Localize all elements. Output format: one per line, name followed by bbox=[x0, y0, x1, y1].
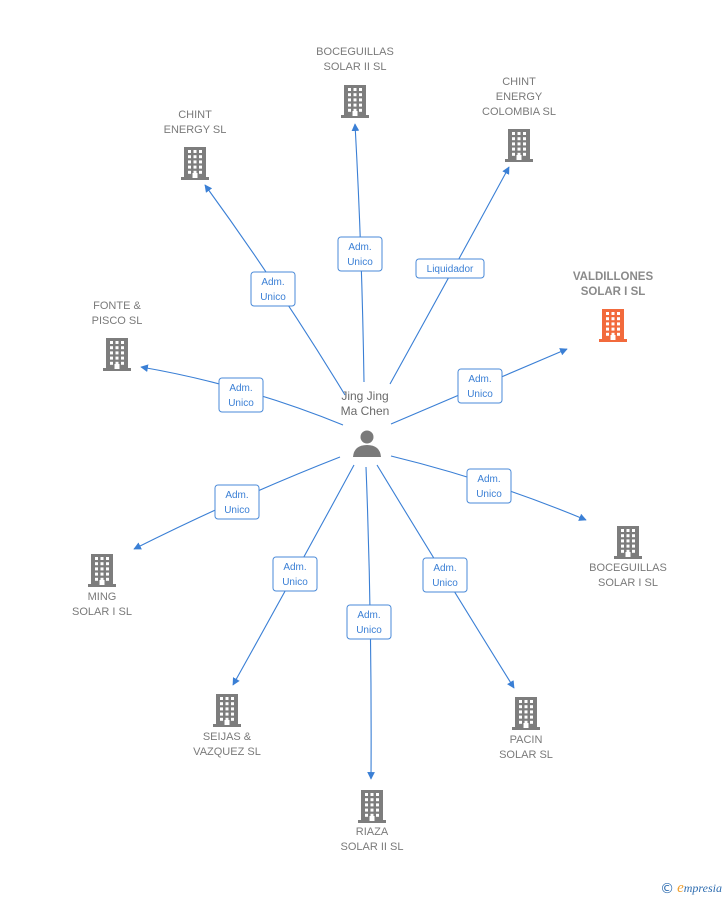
relation-text: Unico bbox=[432, 578, 458, 589]
building-icon bbox=[341, 85, 369, 118]
relation-text: Unico bbox=[467, 389, 493, 400]
relation-text: Unico bbox=[228, 398, 254, 409]
empresia-watermark: © empresia bbox=[660, 880, 722, 897]
company-name-line: ENERGY SL bbox=[164, 124, 227, 136]
company-node-ming-solar-i[interactable]: MING SOLAR I SL bbox=[72, 554, 132, 618]
company-name-line: BOCEGUILLAS bbox=[589, 562, 667, 574]
company-name-line: COLOMBIA SL bbox=[482, 106, 556, 118]
relation-text: Adm. bbox=[283, 562, 306, 573]
company-name-line: CHINT bbox=[178, 109, 212, 121]
building-icon bbox=[512, 697, 540, 730]
relation-label-boceguillas-solar-i[interactable]: Adm. Unico bbox=[466, 468, 512, 504]
building-icon bbox=[103, 338, 131, 371]
relation-label-seijas-vazquez[interactable]: Adm. Unico bbox=[272, 556, 318, 592]
company-node-boceguillas-solar-i[interactable]: BOCEGUILLAS SOLAR I SL bbox=[589, 526, 667, 589]
company-node-chint-energy[interactable]: CHINT ENERGY SL bbox=[164, 109, 227, 180]
relation-text: Unico bbox=[476, 489, 502, 500]
relation-text: Unico bbox=[224, 505, 250, 516]
relation-label-pacin-solar[interactable]: Adm. Unico bbox=[422, 557, 468, 593]
company-name-line: SOLAR II SL bbox=[324, 61, 387, 73]
relation-label-boceguillas-solar-ii[interactable]: Adm. Unico bbox=[337, 236, 383, 272]
company-node-pacin-solar[interactable]: PACIN SOLAR SL bbox=[499, 697, 553, 761]
relation-text: Adm. bbox=[229, 383, 252, 394]
relation-label-ming-solar-i[interactable]: Adm. Unico bbox=[214, 484, 260, 520]
company-name-line: SOLAR I SL bbox=[72, 606, 132, 618]
company-name-line: SOLAR I SL bbox=[581, 286, 646, 298]
company-name-line: VAZQUEZ SL bbox=[193, 746, 261, 758]
company-name-line: ENERGY bbox=[496, 91, 543, 103]
relation-text: Adm. bbox=[357, 610, 380, 621]
building-icon bbox=[181, 147, 209, 180]
company-node-seijas-vazquez[interactable]: SEIJAS & VAZQUEZ SL bbox=[193, 694, 261, 758]
person-icon bbox=[353, 430, 381, 457]
company-name-line: SOLAR II SL bbox=[341, 841, 404, 853]
company-node-riaza-solar-ii[interactable]: RIAZA SOLAR II SL bbox=[341, 790, 404, 853]
relation-text: Unico bbox=[356, 625, 382, 636]
relation-label-fonte-pisco[interactable]: Adm. Unico bbox=[218, 377, 264, 413]
relation-text: Unico bbox=[282, 577, 308, 588]
company-name-line: RIAZA bbox=[356, 826, 389, 838]
building-icon bbox=[599, 309, 627, 342]
building-icon bbox=[614, 526, 642, 559]
relation-label-chint-energy-colombia[interactable]: Liquidador bbox=[415, 258, 485, 279]
person-name-line: Jing Jing bbox=[341, 389, 388, 403]
company-name-line: CHINT bbox=[502, 76, 536, 88]
relation-text: Adm. bbox=[348, 242, 371, 253]
copyright-symbol: © bbox=[660, 880, 675, 897]
company-name-line: BOCEGUILLAS bbox=[316, 46, 394, 58]
company-name-line: SOLAR I SL bbox=[598, 577, 658, 589]
relation-text: Unico bbox=[347, 257, 373, 268]
relation-text: Adm. bbox=[477, 474, 500, 485]
company-name-line: SOLAR SL bbox=[499, 749, 553, 761]
company-node-boceguillas-solar-ii[interactable]: BOCEGUILLAS SOLAR II SL bbox=[316, 46, 394, 118]
company-name-line: SEIJAS & bbox=[203, 731, 252, 743]
building-icon bbox=[88, 554, 116, 587]
relation-text: Liquidador bbox=[427, 264, 474, 275]
company-name-line: VALDILLONES bbox=[573, 271, 654, 283]
company-node-chint-energy-colombia[interactable]: CHINT ENERGY COLOMBIA SL bbox=[482, 76, 556, 162]
relation-label-chint-energy[interactable]: Adm. Unico bbox=[250, 271, 296, 307]
company-name-line: PACIN bbox=[510, 734, 543, 746]
relation-text: Adm. bbox=[468, 374, 491, 385]
building-icon bbox=[213, 694, 241, 727]
relation-text: Adm. bbox=[433, 563, 456, 574]
brand-logo: empresia bbox=[677, 880, 722, 896]
building-icon bbox=[358, 790, 386, 823]
relation-label-riaza-solar-ii[interactable]: Adm. Unico bbox=[346, 604, 392, 640]
relation-text: Unico bbox=[260, 292, 286, 303]
person-name-line: Ma Chen bbox=[341, 404, 390, 418]
relation-text: Adm. bbox=[261, 277, 284, 288]
company-name-line: PISCO SL bbox=[92, 315, 143, 327]
company-node-fonte-pisco[interactable]: FONTE & PISCO SL bbox=[92, 300, 143, 371]
building-icon bbox=[505, 129, 533, 162]
company-node-valdillones-solar-i[interactable]: VALDILLONES SOLAR I SL bbox=[573, 271, 654, 342]
company-name-line: MING bbox=[88, 591, 117, 603]
relation-text: Adm. bbox=[225, 490, 248, 501]
relation-label-valdillones-solar-i[interactable]: Adm. Unico bbox=[457, 368, 503, 404]
company-name-line: FONTE & bbox=[93, 300, 141, 312]
